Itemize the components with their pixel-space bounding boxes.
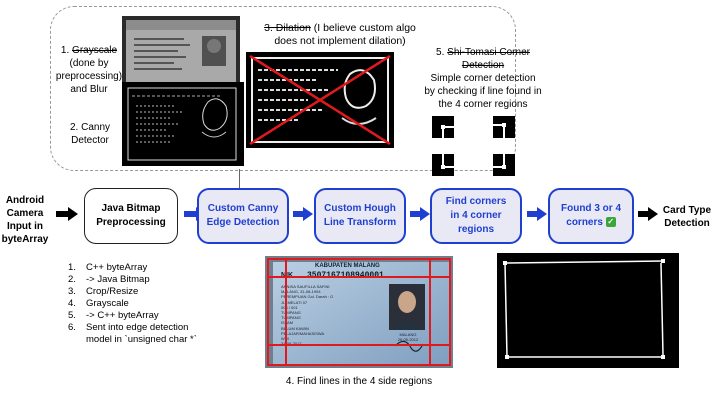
- grayscale-card-image: [122, 16, 240, 94]
- step2-label: 2. Canny Detector: [69, 122, 111, 146]
- arrow-6: [638, 207, 658, 221]
- arrow-4: [410, 207, 430, 221]
- list-item: 3.Crop/Resize: [68, 286, 139, 297]
- card-nik-label: NIK: [281, 272, 294, 279]
- side-region-top: [267, 258, 451, 278]
- find-corners-node: Find corners in 4 corner regions: [430, 188, 522, 244]
- hough-node: Custom Hough Line Transform: [314, 188, 406, 244]
- list-item: 2.-> Java Bitmap: [68, 274, 150, 285]
- card-nik-value: 3507167108940001: [307, 271, 384, 280]
- check-icon: ✓: [605, 217, 616, 228]
- list-item: 4.Grayscale: [68, 298, 129, 309]
- side-region-right: [429, 258, 451, 366]
- arrow-5: [527, 207, 547, 221]
- list-item: 5.-> C++ byteArray: [68, 310, 159, 321]
- arrow-1: [56, 207, 78, 221]
- card-header: KABUPATEN MALANG: [315, 263, 380, 269]
- arrow-3: [293, 207, 313, 221]
- list-item: 1.C++ byteArray: [68, 262, 148, 273]
- id-card-photo: KABUPATEN MALANG NIK 3507167108940001 AN…: [265, 256, 453, 368]
- output-label: Card Type Detection: [662, 205, 712, 229]
- card-sign-meta: MALANG 26-05-2012: [397, 332, 419, 342]
- group-connector: [239, 169, 240, 188]
- step1-label: 1. Grayscale (done by preprocessing) and…: [55, 45, 123, 95]
- canny-edge-image: [122, 82, 244, 166]
- preprocessing-list: 1.C++ byteArray 2.-> Java Bitmap 3.Crop/…: [68, 262, 198, 346]
- corner-region-top-left: [432, 116, 454, 138]
- step5-label: 5. Shi-Tomasi Corner Detection Simple co…: [424, 47, 542, 110]
- corner-region-top-right: [493, 116, 515, 138]
- corner-region-bottom-left: [432, 154, 454, 176]
- found-corners-node: Found 3 or 4 corners ✓: [548, 188, 634, 244]
- input-label: Android Camera Input in byteArray: [1, 195, 49, 245]
- side-region-left: [267, 258, 287, 366]
- side-region-bottom: [267, 344, 451, 366]
- step3-label: 3. Dilation (I believe custom algo does …: [264, 22, 416, 47]
- canny-node: Custom Canny Edge Detection: [197, 188, 289, 244]
- dilation-image: [246, 52, 394, 148]
- java-bitmap-node: Java Bitmap Preprocessing: [84, 188, 178, 244]
- step4-label: 4. Find lines in the 4 side regions: [285, 376, 433, 387]
- edge-detection-group: [50, 6, 516, 171]
- corner-region-bottom-right: [493, 154, 515, 176]
- detected-lines-image: [497, 253, 679, 368]
- list-item: 6.Sent into edge detection model in `uns…: [68, 322, 197, 345]
- card-fields: ANNISA SAUFILLA SAFINI MALANG, 31-08-199…: [281, 284, 334, 347]
